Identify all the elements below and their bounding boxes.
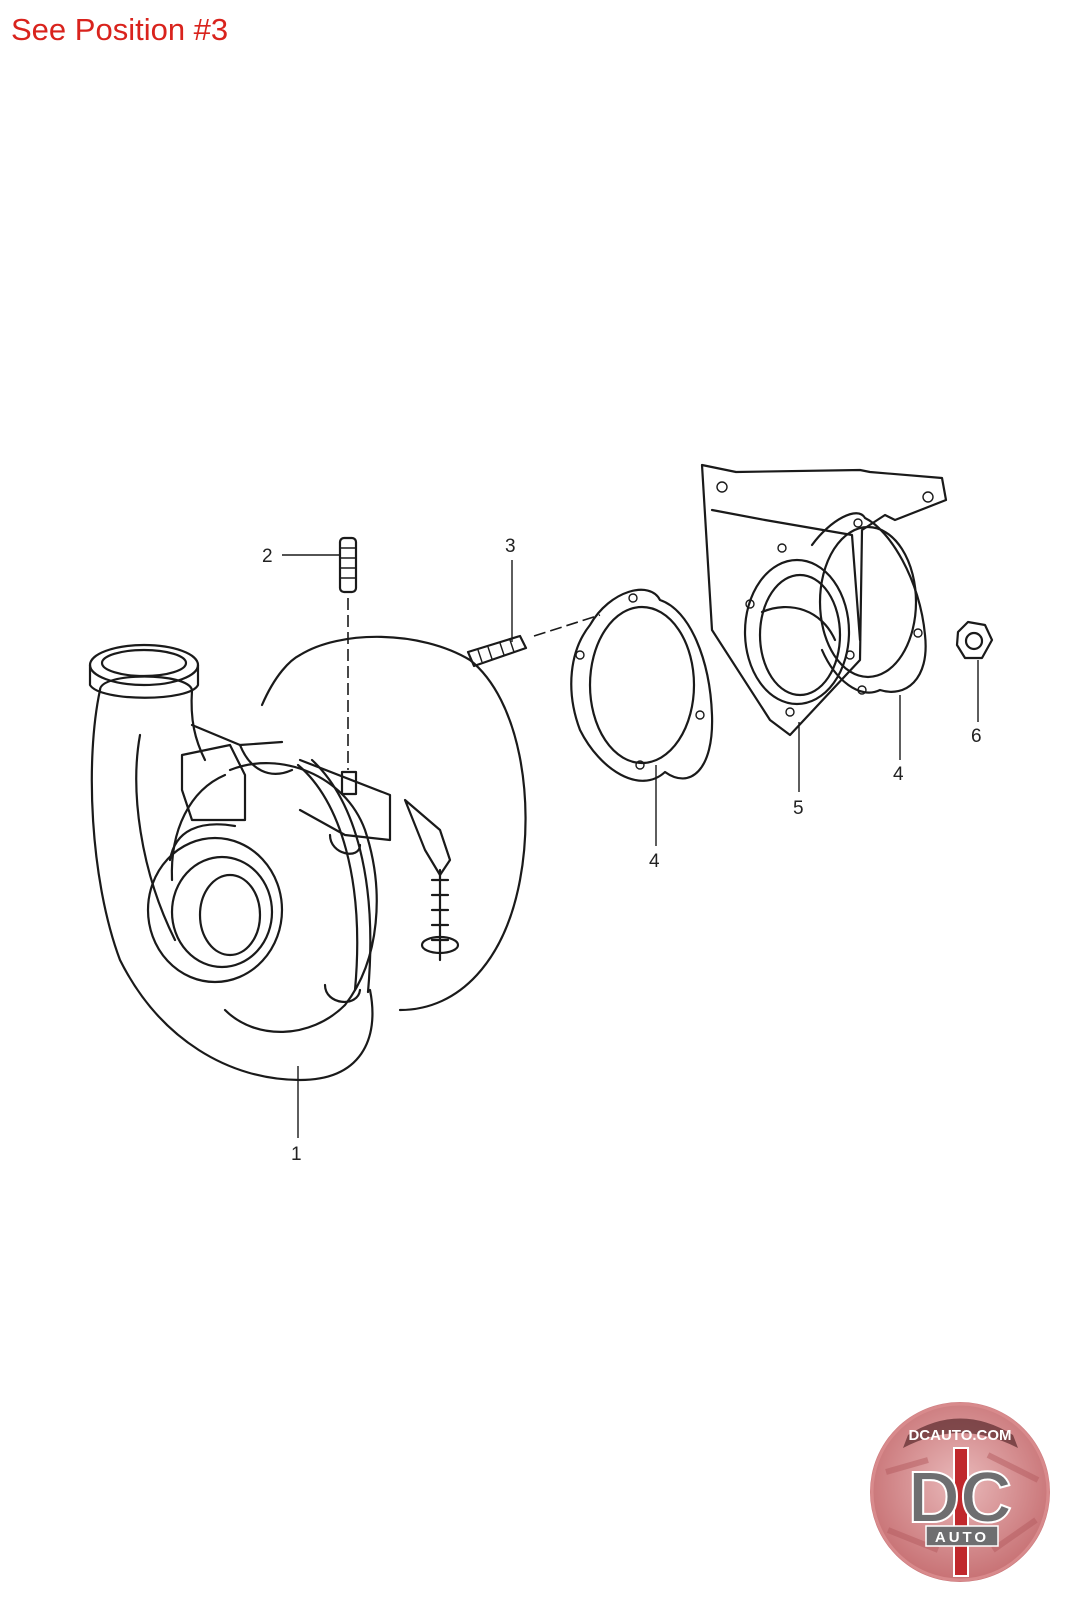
- logo-top-text: DCAUTO.COM: [908, 1427, 1011, 1444]
- callout-4-rear: 4: [893, 764, 904, 785]
- callout-3: 3: [505, 536, 516, 557]
- stud-part-2[interactable]: [338, 536, 358, 770]
- page-heading: See Position #3: [11, 12, 229, 47]
- callout-4-front: 4: [649, 851, 660, 872]
- dcauto-logo: DCAUTO.COM DC AUTO: [870, 1402, 1050, 1582]
- gasket-part-4-rear[interactable]: [810, 512, 927, 695]
- leader-lines: [282, 554, 979, 1138]
- callout-2: 2: [262, 546, 273, 567]
- nut-part-6[interactable]: [955, 620, 994, 660]
- turbocharger-body[interactable]: [88, 635, 527, 1082]
- callout-5: 5: [793, 798, 804, 819]
- callout-1: 1: [291, 1144, 302, 1165]
- stud-part-3[interactable]: [466, 614, 601, 668]
- bracket-part-5[interactable]: [700, 463, 948, 737]
- logo-bottom-text: AUTO: [935, 1529, 989, 1546]
- callout-6: 6: [971, 726, 982, 747]
- gasket-part-4-front[interactable]: [570, 588, 714, 782]
